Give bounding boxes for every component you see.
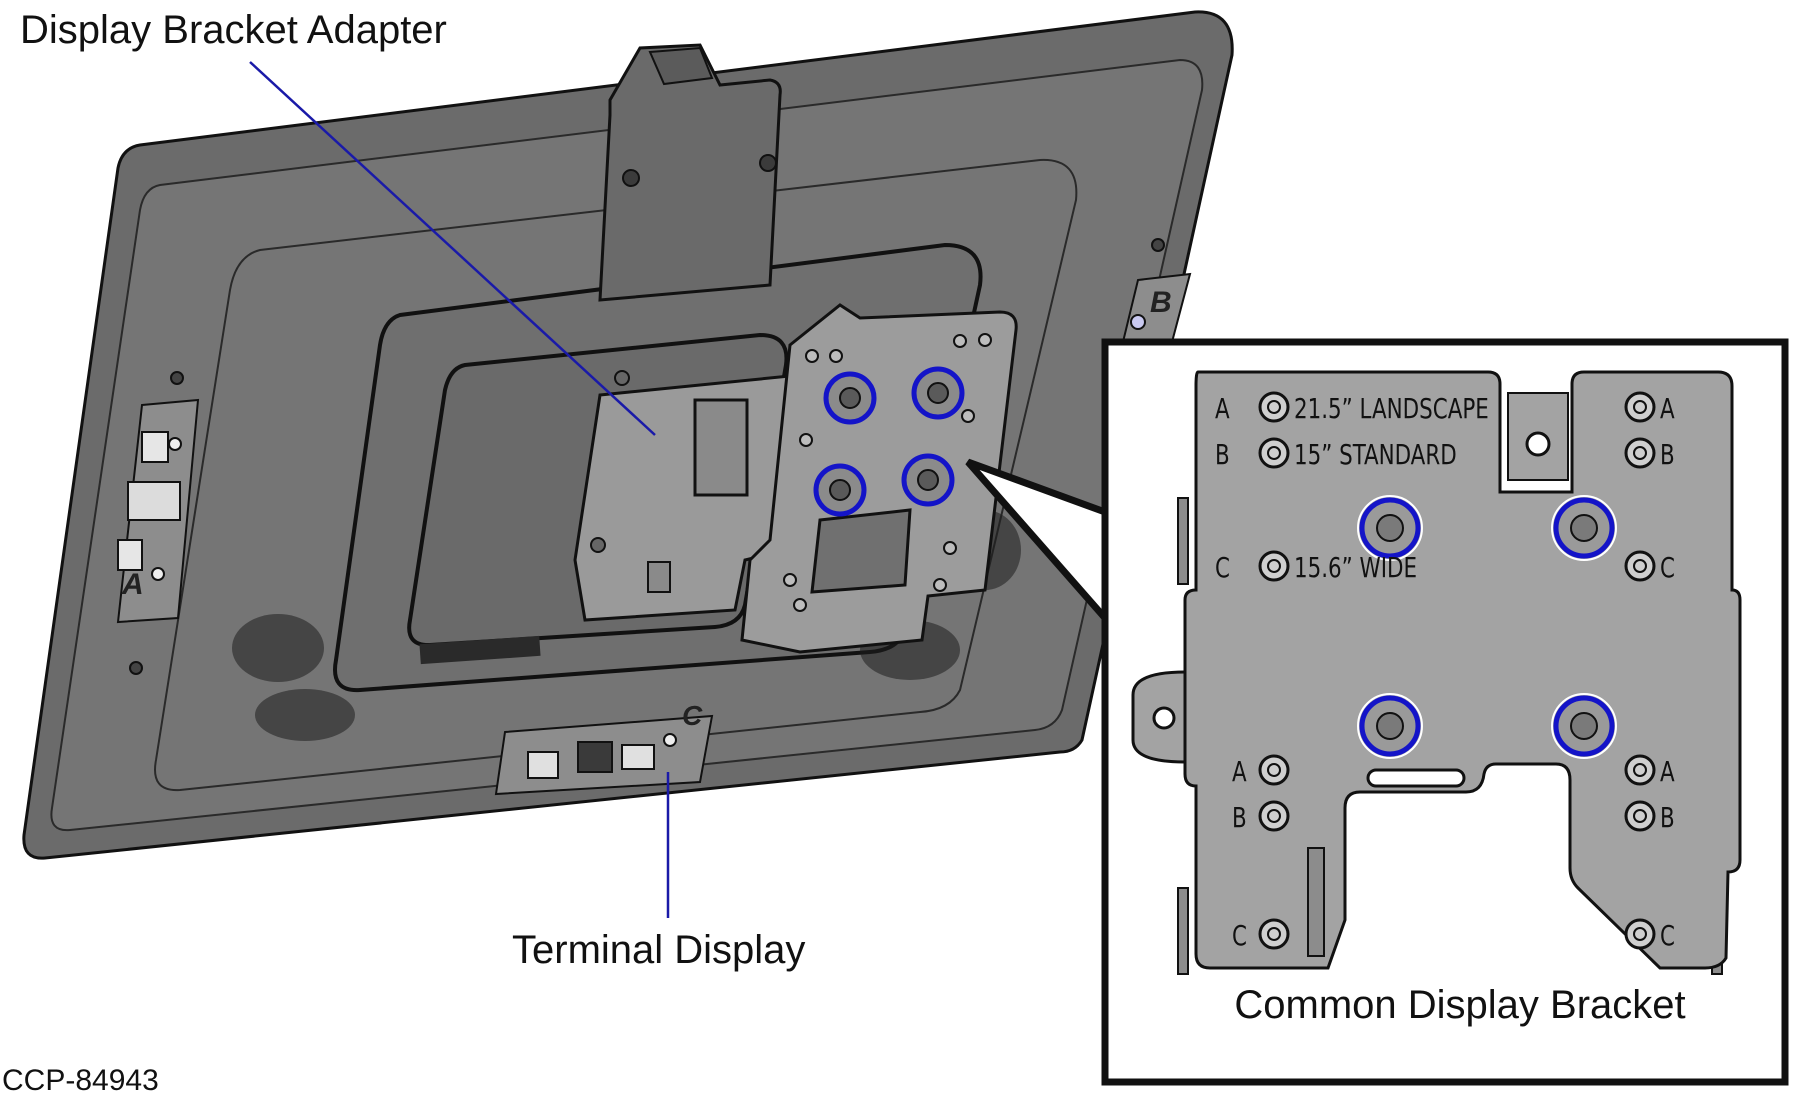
hole-letter-top-right-a: A	[1660, 392, 1675, 425]
hole-text-wide: 15.6” WIDE	[1294, 551, 1418, 584]
common-display-bracket-label: Common Display Bracket	[1234, 983, 1686, 1027]
bracket-mounting-holes	[1258, 391, 1656, 950]
hole-letter-bottom-right-b: B	[1660, 801, 1675, 834]
hole-letter-bottom-left-b: B	[1232, 801, 1247, 834]
figure-id: CCP-84943	[2, 1064, 159, 1097]
hole-text-standard: 15” STANDARD	[1294, 438, 1457, 471]
highlighted-screws-display	[813, 366, 965, 517]
hole-letter-top-right-c: C	[1660, 551, 1675, 584]
hole-letter-top-left-c: C	[1215, 551, 1230, 584]
hole-letter-bottom-left-c: C	[1232, 919, 1247, 952]
display-marker-b: B	[1150, 286, 1172, 319]
adapter-callout-line	[249, 61, 656, 436]
highlighted-screws-detail	[1357, 495, 1617, 759]
hole-letter-bottom-right-a: A	[1660, 755, 1675, 788]
display-marker-c: C	[682, 700, 703, 731]
display-bracket-adapter-label: Display Bracket Adapter	[20, 8, 447, 52]
hole-text-landscape: 21.5” LANDSCAPE	[1294, 392, 1489, 425]
terminal-display-label: Terminal Display	[512, 928, 806, 972]
hole-letter-bottom-left-a: A	[1232, 755, 1247, 788]
display-marker-a: A	[122, 568, 144, 601]
display-bracket-adapter	[573, 370, 832, 622]
hole-letter-top-left-a: A	[1215, 392, 1230, 425]
zoom-callout-pointer	[965, 458, 1108, 621]
hole-letter-top-right-b: B	[1660, 438, 1675, 471]
hole-letter-bottom-right-c: C	[1660, 919, 1675, 952]
hole-letter-top-left-b: B	[1215, 438, 1230, 471]
